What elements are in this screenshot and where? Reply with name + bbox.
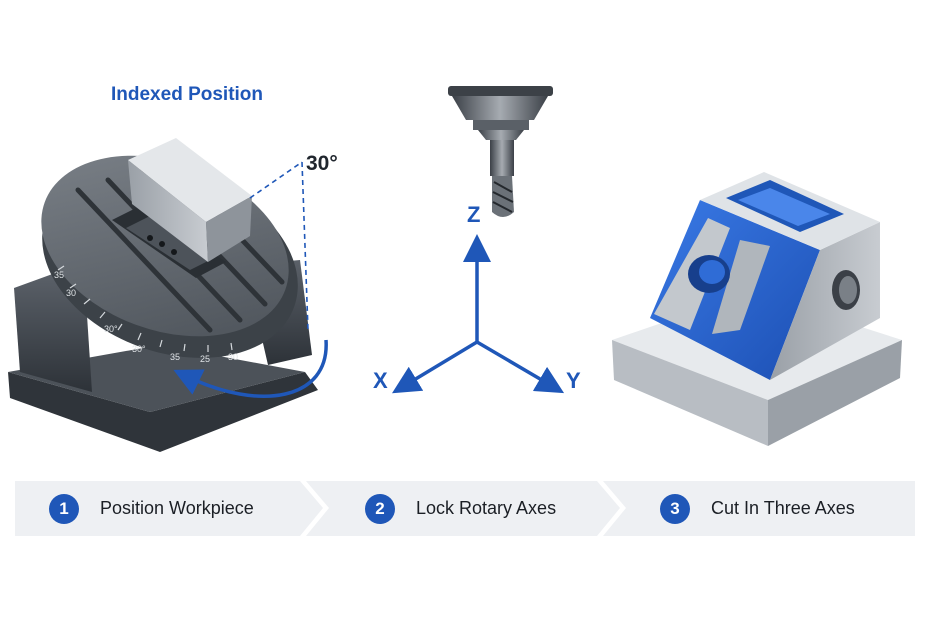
step-label: Lock Rotary Axes [416,498,557,518]
process-steps: 1 Position Workpiece 2 Lock Rotary Axes … [15,481,915,536]
y-axis-label: Y [566,368,581,393]
step-number-badge: 3 [660,493,690,524]
rotation-arrow [173,339,328,398]
machined-part-illustration [612,172,902,446]
rotary-table-illustration [8,138,318,452]
end-mill-illustration [448,86,553,217]
indexed-position-heading: Indexed Position [111,84,264,105]
axis-arrows [392,234,565,394]
step-position-workpiece: 1 Position Workpiece [49,481,254,536]
step-label: Cut In Three Axes [711,498,855,518]
angle-indicator [249,161,309,331]
tilt-angle-label: 30° [306,152,338,175]
x-axis-label: X [373,368,388,393]
z-axis-label: Z [467,202,481,227]
step-number-badge: 1 [49,493,79,524]
step-number-badge: 2 [365,493,395,524]
step-lock-rotary-axes: 2 Lock Rotary Axes [365,481,556,536]
step-cut-in-three-axes: 3 Cut In Three Axes [660,481,855,536]
step-label: Position Workpiece [100,498,254,518]
